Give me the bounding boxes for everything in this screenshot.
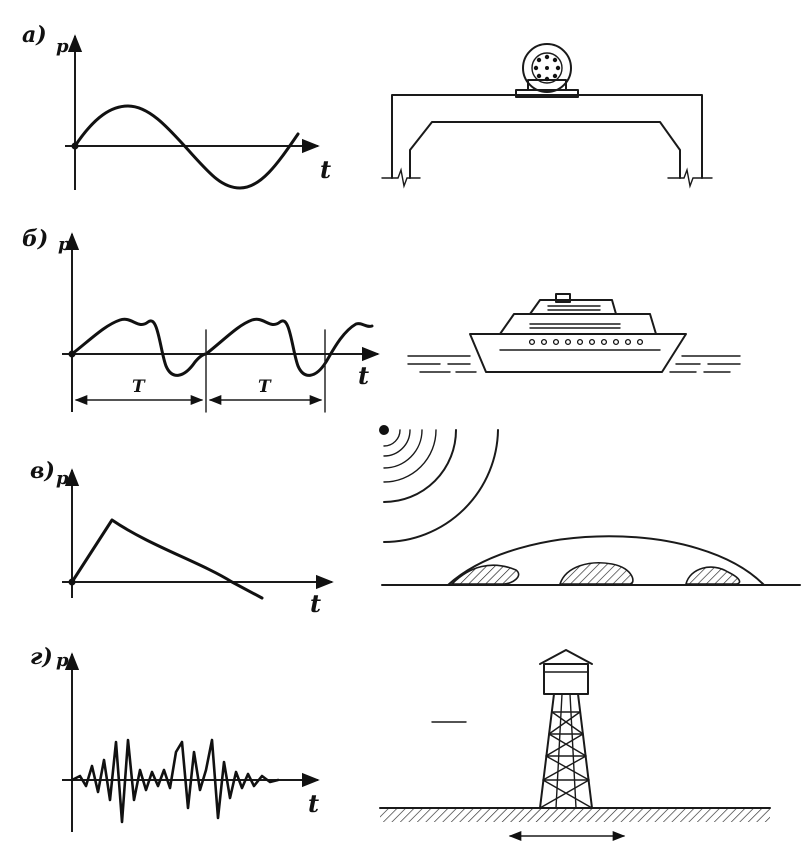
motor-machine <box>515 43 579 98</box>
panel-v-x-axis-label: t <box>310 589 321 618</box>
panel-b-y-axis-label: p <box>58 234 71 255</box>
panel-g: г) p t <box>30 644 771 842</box>
panel-b: б) p t T T <box>22 226 741 413</box>
ship <box>407 293 741 373</box>
panel-a-label: a) <box>22 22 47 48</box>
panel-b-periodic-curve <box>70 317 374 377</box>
panel-g-random-curve <box>70 738 280 824</box>
portal-frame <box>381 94 713 189</box>
panel-b-x-axis-label: t <box>358 361 369 390</box>
blast-wave-scene <box>379 425 801 586</box>
panel-v-y-axis-label: p <box>56 468 69 489</box>
panel-a: a) p t <box>22 22 713 190</box>
panel-b-label: б) <box>22 226 48 252</box>
period-label-1: T <box>132 377 146 397</box>
panel-v-impulse-curve <box>70 518 264 600</box>
water-tower-scene <box>379 649 771 842</box>
panel-a-x-axis-label: t <box>320 155 331 184</box>
panel-v: в) p t <box>30 425 801 618</box>
period-label-2: T <box>258 377 272 397</box>
panel-g-label: г) <box>30 644 53 670</box>
panel-g-x-axis-label: t <box>308 789 319 818</box>
panel-v-label: в) <box>30 458 55 484</box>
panel-a-y-axis-label: p <box>56 36 69 57</box>
panel-a-sine-curve <box>73 104 300 190</box>
panel-g-y-axis-label: p <box>56 650 69 671</box>
